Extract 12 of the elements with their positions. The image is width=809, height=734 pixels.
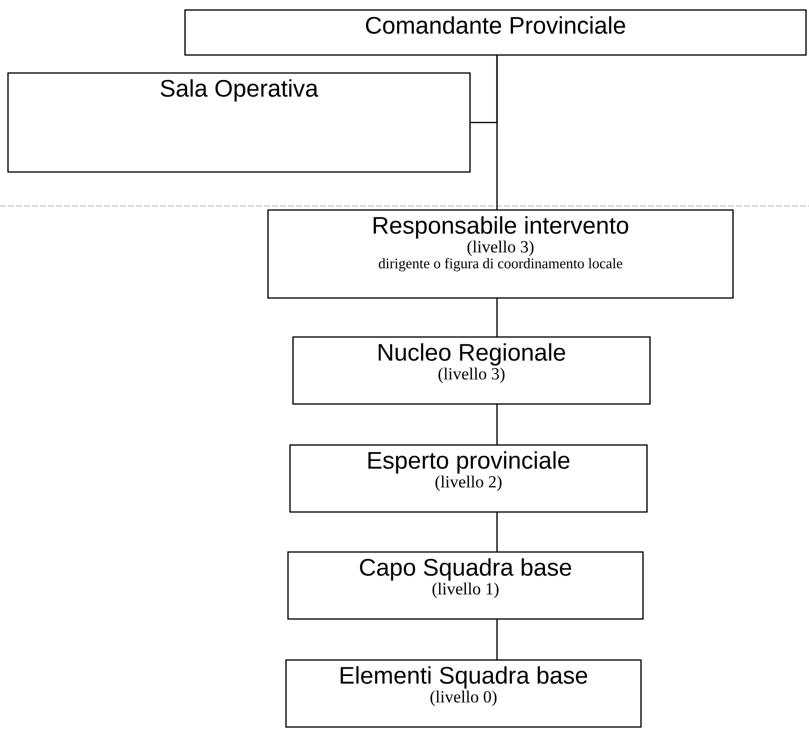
org-box: Capo Squadra base (livello 1) xyxy=(287,551,644,620)
org-box: Sala Operativa xyxy=(7,72,471,173)
connector-line xyxy=(470,55,498,124)
connector-line xyxy=(496,619,498,660)
org-box: Nucleo Regionale (livello 3) xyxy=(292,336,651,405)
org-box: Esperto provinciale (livello 2) xyxy=(289,444,648,513)
org-box: Comandante Provinciale xyxy=(184,9,807,56)
connector-line xyxy=(496,404,498,445)
connector-line xyxy=(496,298,498,337)
org-box: Responsabile intervento (livello 3) dirigente o figura di coordinamento locale xyxy=(267,209,734,299)
connector-line xyxy=(496,512,498,552)
org-box: Elementi Squadra base (livello 0) xyxy=(285,659,642,728)
